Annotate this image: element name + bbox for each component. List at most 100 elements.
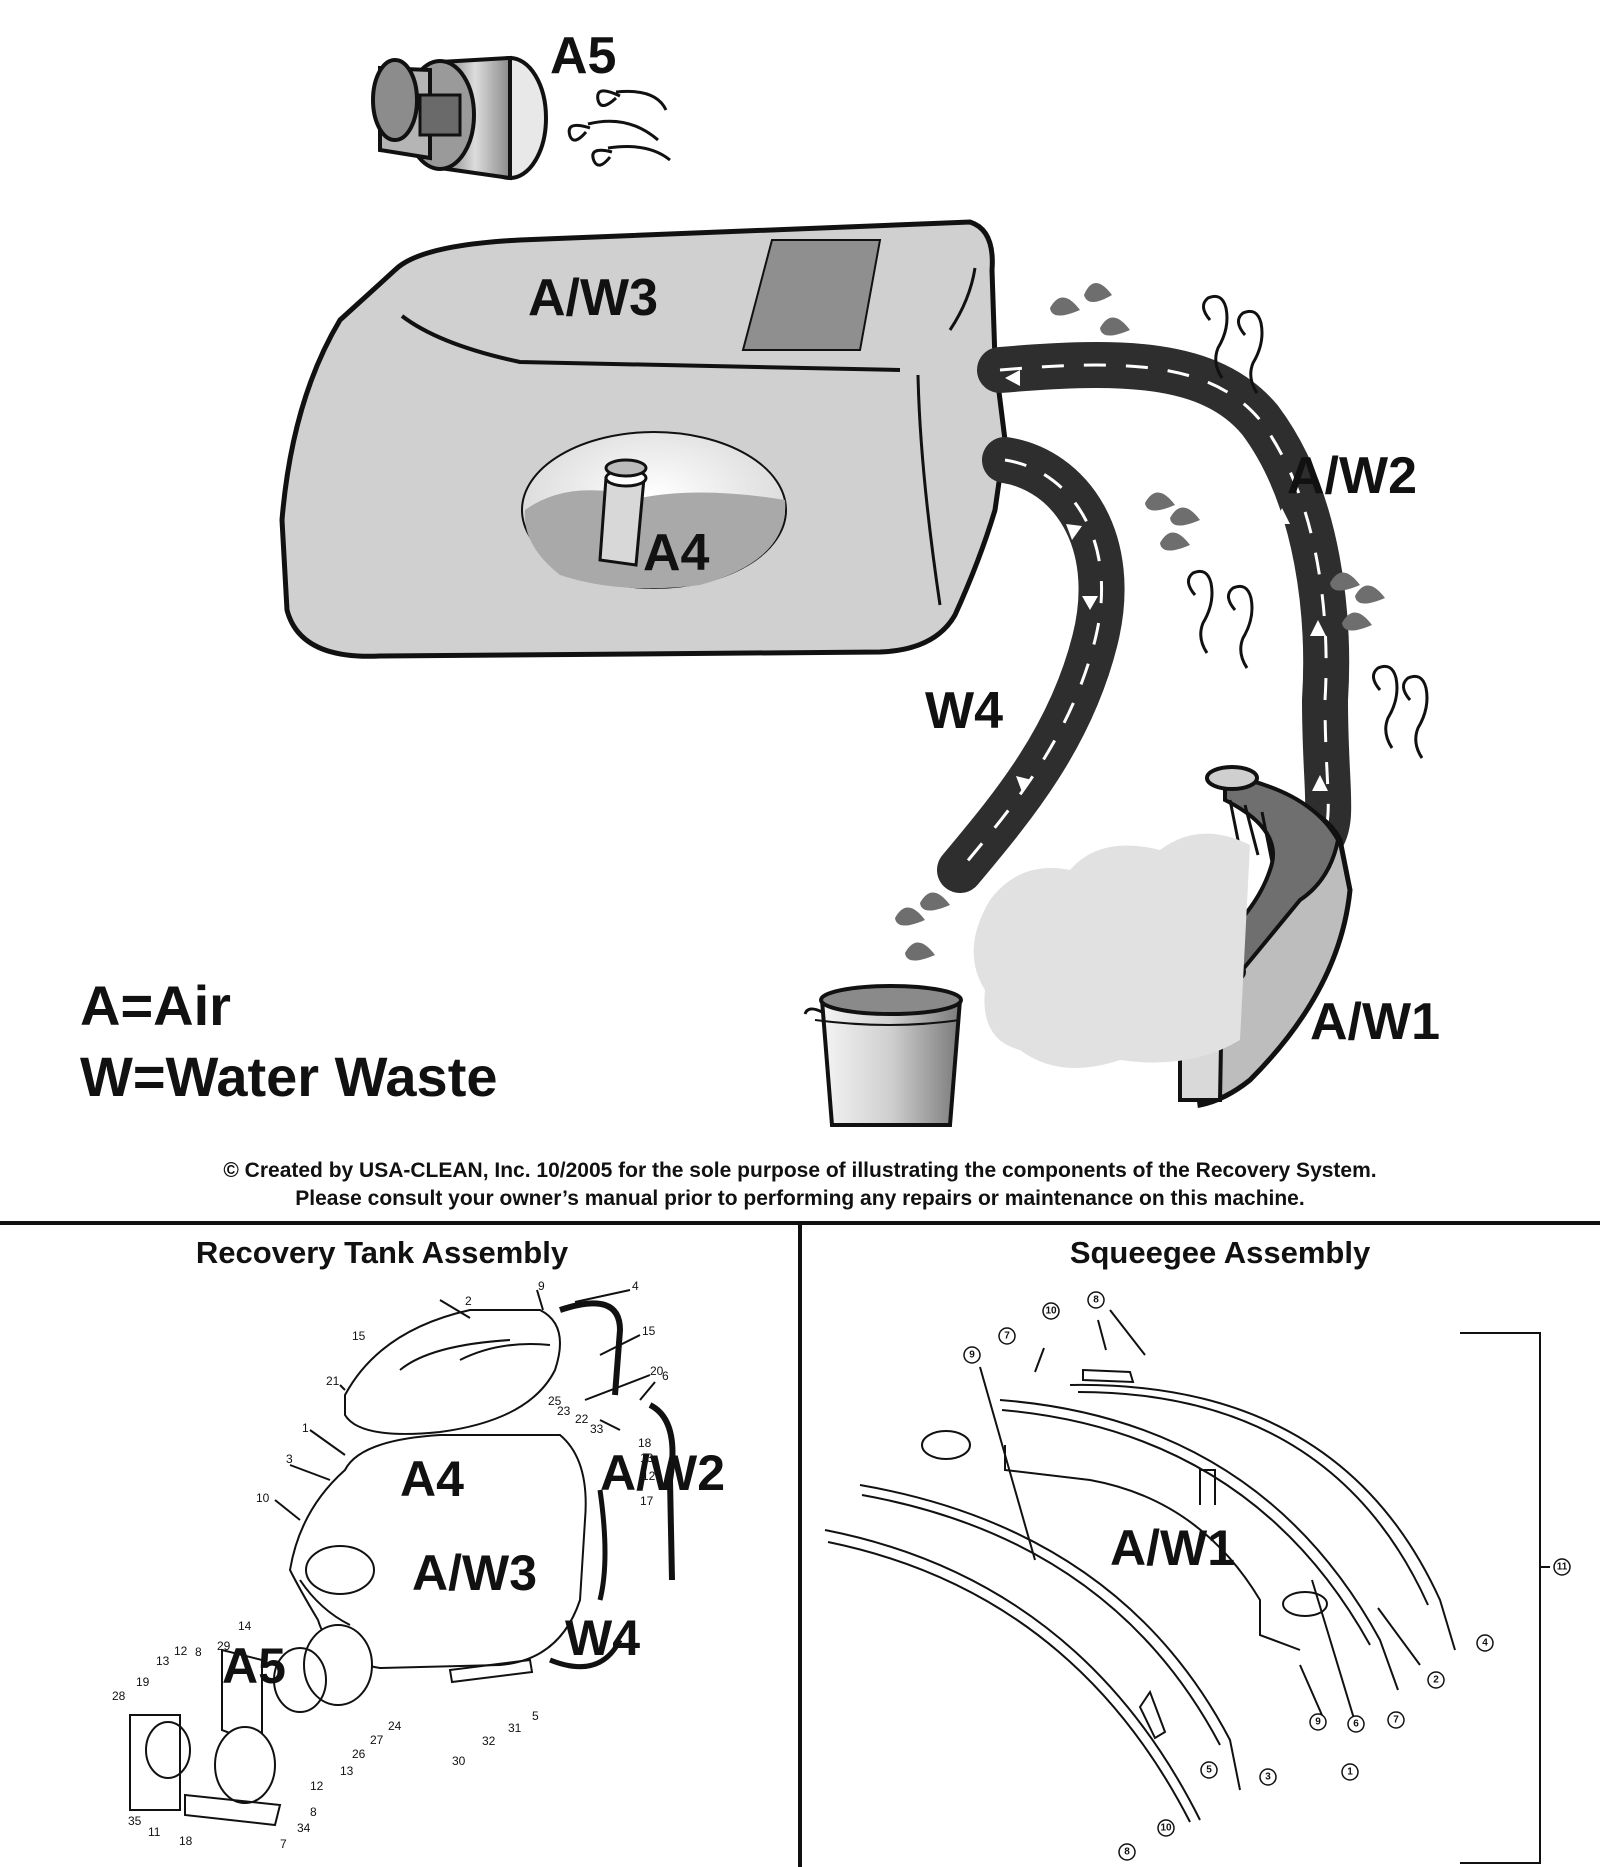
copyright-line-2: Please consult your owner’s manual prior…: [295, 1187, 1305, 1210]
svg-text:11: 11: [1557, 1562, 1568, 1573]
label-a5: A5: [550, 27, 617, 85]
recovery-callout-27: 27: [370, 1733, 384, 1747]
squeegee-callout-3: 3: [1259, 1768, 1277, 1786]
panel-title-recovery-tank: Recovery Tank Assembly: [195, 1235, 569, 1270]
recovery-callout-11: 11: [148, 1825, 161, 1839]
svg-text:4: 4: [1482, 1638, 1488, 1649]
recovery-callout-12: 12: [310, 1779, 324, 1793]
svg-text:6: 6: [1353, 1719, 1359, 1730]
bucket: [803, 984, 963, 1127]
svg-text:9: 9: [969, 1350, 975, 1361]
recovery-overlay-a5: A5: [222, 1638, 286, 1694]
legend-water: W=Water Waste: [80, 1045, 498, 1108]
squeegee-callout-11: 11: [1553, 1558, 1571, 1576]
recovery-callout-24: 24: [388, 1719, 402, 1733]
recovery-callout-31: 31: [508, 1721, 522, 1735]
svg-text:10: 10: [1160, 1823, 1172, 1834]
svg-text:8: 8: [1093, 1295, 1099, 1306]
svg-text:7: 7: [1004, 1331, 1010, 1342]
recovery-callout-12: 12: [642, 1469, 656, 1483]
recovery-overlay-a4: A4: [400, 1451, 464, 1507]
svg-text:2: 2: [1433, 1675, 1439, 1686]
squeegee-callout-6: 6: [1347, 1715, 1365, 1733]
air-swirls-hose: [1187, 294, 1429, 759]
recovery-callout-15: 15: [642, 1324, 656, 1338]
recovery-tank-aw3: [279, 219, 1008, 659]
recovery-overlay-aw2: A/W2: [600, 1445, 725, 1501]
panel-title-squeegee: Squeegee Assembly: [1069, 1235, 1371, 1270]
recovery-callout-25: 25: [548, 1394, 562, 1408]
recovery-callout-35: 35: [128, 1814, 142, 1828]
recovery-callout-7: 7: [280, 1837, 287, 1851]
recovery-callout-29: 29: [217, 1639, 231, 1653]
recovery-callout-33: 33: [590, 1422, 604, 1436]
copyright-line-1: © Created by USA-CLEAN, Inc. 10/2005 for…: [223, 1159, 1377, 1182]
recovery-callout-13: 13: [340, 1764, 354, 1778]
label-aw1: A/W1: [1310, 993, 1440, 1051]
squeegee-callout-9: 9: [1309, 1713, 1327, 1731]
svg-text:8: 8: [1124, 1847, 1130, 1858]
water-drops: [895, 283, 1385, 961]
recovery-callout-2: 2: [465, 1294, 472, 1308]
recovery-callout-10: 10: [256, 1491, 270, 1505]
recovery-callout-14: 14: [238, 1619, 252, 1633]
recovery-callout-26: 26: [352, 1747, 366, 1761]
recovery-callout-3: 3: [286, 1452, 293, 1466]
recovery-overlay-w4: W4: [565, 1610, 640, 1666]
svg-text:9: 9: [1315, 1717, 1321, 1728]
squeegee-callouts: 8 10 7 9 11 4 2 7 6 9 1 3 5 8 10: [963, 1291, 1571, 1861]
recovery-callout-20: 20: [650, 1364, 664, 1378]
recovery-callout-23: 23: [557, 1404, 571, 1418]
recovery-callout-34: 34: [297, 1821, 311, 1835]
recovery-callout-12: 12: [174, 1644, 188, 1658]
recovery-callout-13: 13: [156, 1654, 170, 1668]
recovery-callout-32: 32: [482, 1734, 496, 1748]
squeegee-callout-4: 4: [1476, 1634, 1494, 1652]
label-aw2: A/W2: [1287, 447, 1417, 505]
svg-text:7: 7: [1393, 1715, 1399, 1726]
vacuum-motor-a5: [371, 55, 548, 181]
squeegee-callout-7: 7: [1387, 1711, 1405, 1729]
recovery-callout-19: 19: [136, 1675, 150, 1689]
label-aw3: A/W3: [528, 269, 658, 327]
recovery-callout-15: 15: [352, 1329, 366, 1343]
squeegee-callout-2: 2: [1427, 1671, 1445, 1689]
recovery-callout-5: 5: [532, 1709, 539, 1723]
recovery-callout-17: 17: [640, 1494, 654, 1508]
squeegee-callout-1: 1: [1341, 1763, 1359, 1781]
legend-air: A=Air: [80, 974, 231, 1037]
label-w4: W4: [925, 682, 1003, 740]
svg-text:3: 3: [1265, 1772, 1271, 1783]
recovery-callout-18: 18: [638, 1436, 652, 1450]
squeegee-callout-10: 10: [1042, 1302, 1060, 1320]
recovery-overlay-aw3: A/W3: [412, 1545, 537, 1601]
recovery-callout-4: 4: [632, 1279, 639, 1293]
air-swirl-a5: [567, 89, 671, 167]
svg-text:5: 5: [1206, 1765, 1212, 1776]
recovery-callout-8: 8: [310, 1805, 317, 1819]
squeegee-callout-5: 5: [1200, 1761, 1218, 1779]
squeegee-callout-8: 8: [1087, 1291, 1105, 1309]
recovery-callout-13: 13: [640, 1451, 654, 1465]
squeegee-callout-9: 9: [963, 1346, 981, 1364]
recovery-callout-6: 6: [662, 1369, 669, 1383]
hose-w4: [937, 437, 1125, 893]
squeegee-callout-8: 8: [1118, 1843, 1136, 1861]
svg-text:1: 1: [1347, 1767, 1353, 1778]
recovery-callout-9: 9: [538, 1279, 545, 1293]
svg-text:10: 10: [1045, 1306, 1057, 1317]
squeegee-overlay-aw1: A/W1: [1110, 1520, 1235, 1576]
flow-arrows: [1005, 370, 1328, 792]
recovery-callout-22: 22: [575, 1412, 589, 1426]
squeegee-callout-7: 7: [998, 1327, 1016, 1345]
recovery-callout-1: 1: [302, 1421, 309, 1435]
hose-aw2: [977, 342, 1352, 863]
recovery-callout-28: 28: [112, 1689, 126, 1703]
label-a4: A4: [643, 524, 710, 582]
water-mist-cloud: [973, 833, 1250, 1068]
recovery-callout-21: 21: [326, 1374, 340, 1388]
recovery-callout-18: 18: [179, 1834, 193, 1848]
